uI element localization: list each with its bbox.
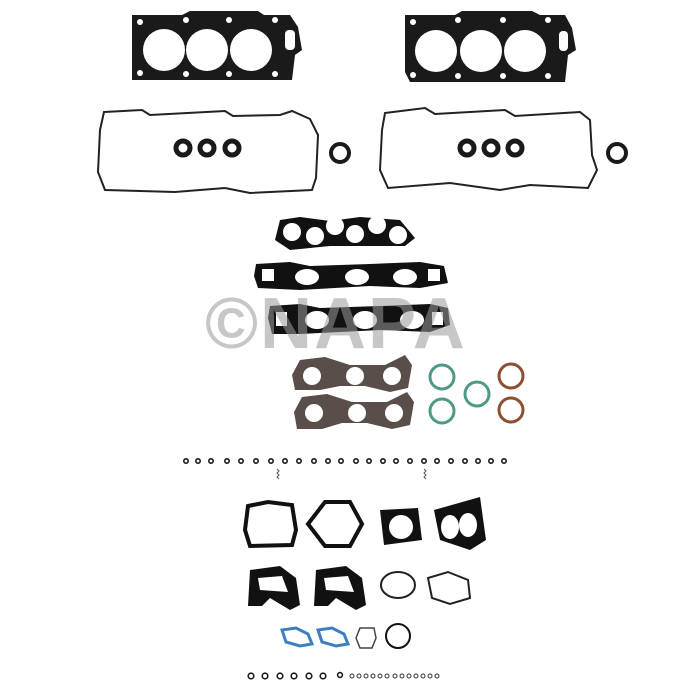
spring-markers	[276, 468, 427, 480]
head-gasket-right	[405, 11, 576, 82]
brown-o-rings	[497, 362, 525, 424]
intake-plenum-gasket	[275, 216, 415, 250]
valve-cover-gasket-right	[378, 106, 599, 192]
water-outlet-gasket	[380, 571, 416, 599]
exhaust-manifold-gasket-1	[292, 355, 412, 392]
intake-manifold-gasket-2	[268, 304, 450, 334]
valve-plug-seals-right	[457, 138, 628, 164]
green-o-rings	[428, 363, 491, 425]
misc-gasket-square	[242, 499, 299, 549]
misc-gasket-double	[434, 497, 486, 550]
bottom-seals-large	[247, 671, 344, 680]
water-pump-gasket	[426, 570, 472, 606]
napa-watermark: ©NAPA	[205, 284, 467, 364]
head-gasket-left	[132, 11, 302, 80]
misc-gasket-throttle	[380, 508, 422, 545]
outline-gasket	[355, 627, 377, 649]
timing-cover-gasket-1	[248, 566, 300, 610]
bottom-seals-small	[349, 673, 440, 679]
valve-plug-seals-left	[173, 138, 351, 164]
valve-cover-gasket-left	[96, 108, 320, 195]
large-o-ring	[385, 623, 411, 649]
blue-gaskets	[280, 626, 351, 648]
exhaust-manifold-gasket-2	[294, 392, 414, 429]
valve-stem-seals-row	[183, 457, 507, 464]
intake-manifold-gasket-1	[254, 262, 448, 290]
misc-gasket-hexagon	[305, 500, 365, 548]
timing-cover-gasket-2	[314, 566, 366, 610]
